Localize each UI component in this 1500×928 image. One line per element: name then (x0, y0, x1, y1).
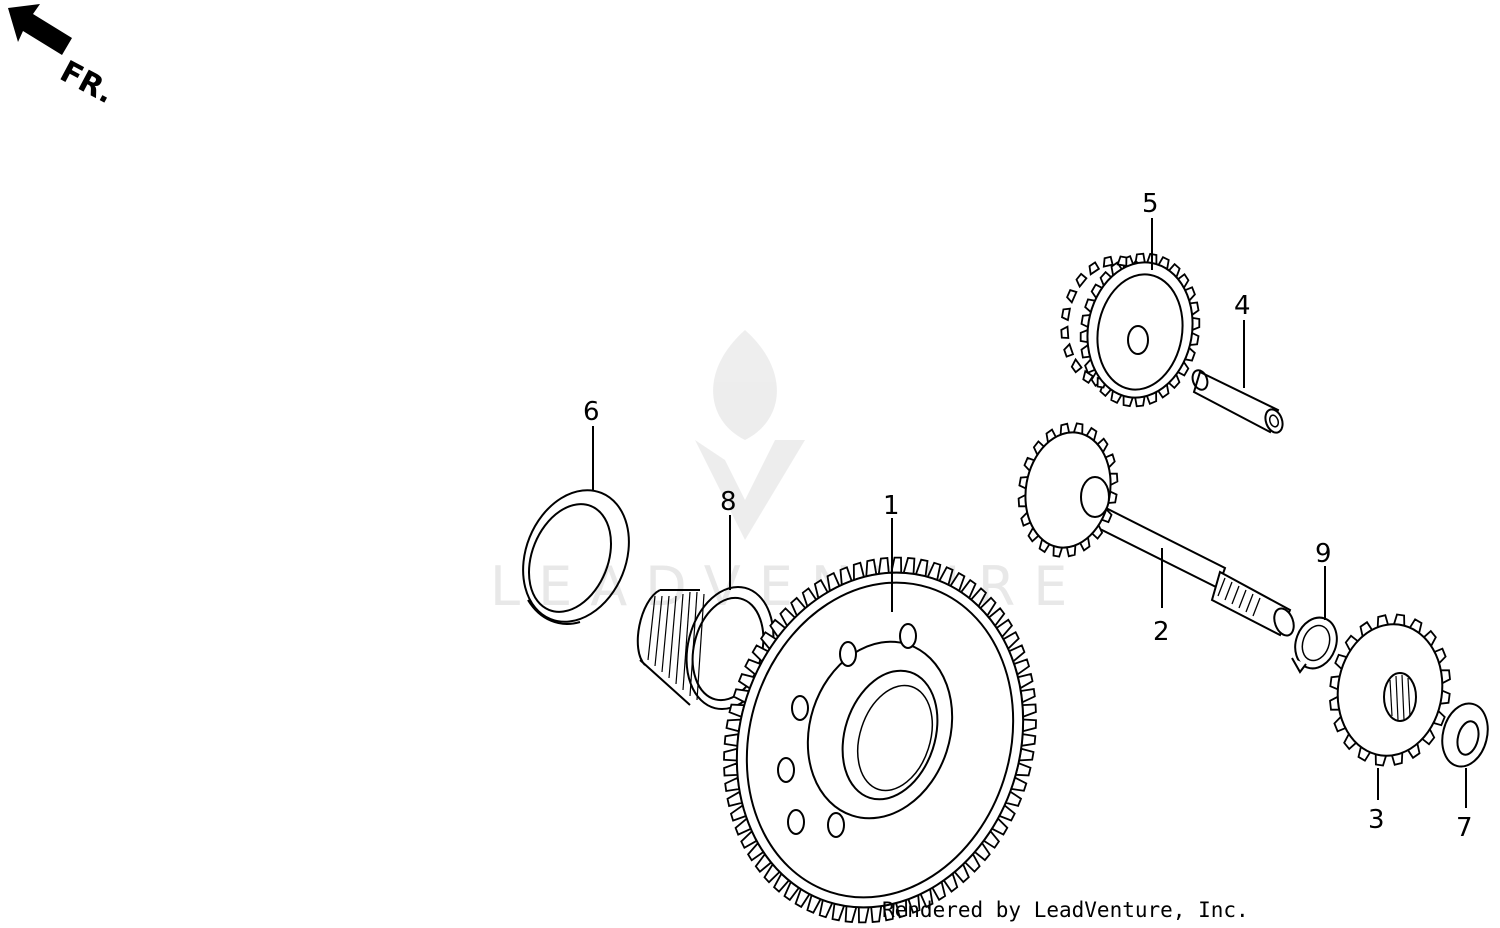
callout-6: 6 (583, 397, 600, 427)
render-credit: Rendered by LeadVenture, Inc. (882, 898, 1249, 922)
callout-2: 2 (1153, 617, 1170, 647)
callout-8: 8 (720, 487, 737, 517)
watermark: LEADVENTURE (490, 330, 1085, 618)
watermark-flame-icon (713, 330, 777, 440)
callout-9: 9 (1315, 539, 1332, 569)
gear-teeth (1329, 613, 1451, 767)
callout-5: 5 (1142, 189, 1159, 219)
front-direction-indicator: FR. (8, 4, 120, 111)
callout-7: 7 (1456, 813, 1473, 843)
watermark-v-icon (695, 440, 805, 540)
gear-teeth (1079, 252, 1201, 408)
watermark-text: LEADVENTURE (490, 555, 1085, 618)
part-7-washer (1441, 702, 1489, 768)
part-3-output-gear (1329, 613, 1451, 767)
front-arrow-icon (8, 4, 72, 55)
part-5-idle-gear (1060, 252, 1201, 408)
part-6-seal-ring (522, 489, 630, 625)
front-label: FR. (54, 54, 119, 111)
part-9-circlip (1291, 616, 1338, 674)
callout-1: 1 (883, 491, 900, 521)
gear-teeth (1017, 422, 1119, 558)
leader-lines (592, 218, 1467, 808)
part-4-shaft-pin (1191, 369, 1284, 434)
gear-teeth (723, 556, 1037, 924)
part-2-reduction-gear-shaft (1017, 422, 1295, 637)
callout-3: 3 (1368, 805, 1385, 835)
part-1-large-gear (723, 556, 1037, 924)
callout-4: 4 (1234, 291, 1251, 321)
